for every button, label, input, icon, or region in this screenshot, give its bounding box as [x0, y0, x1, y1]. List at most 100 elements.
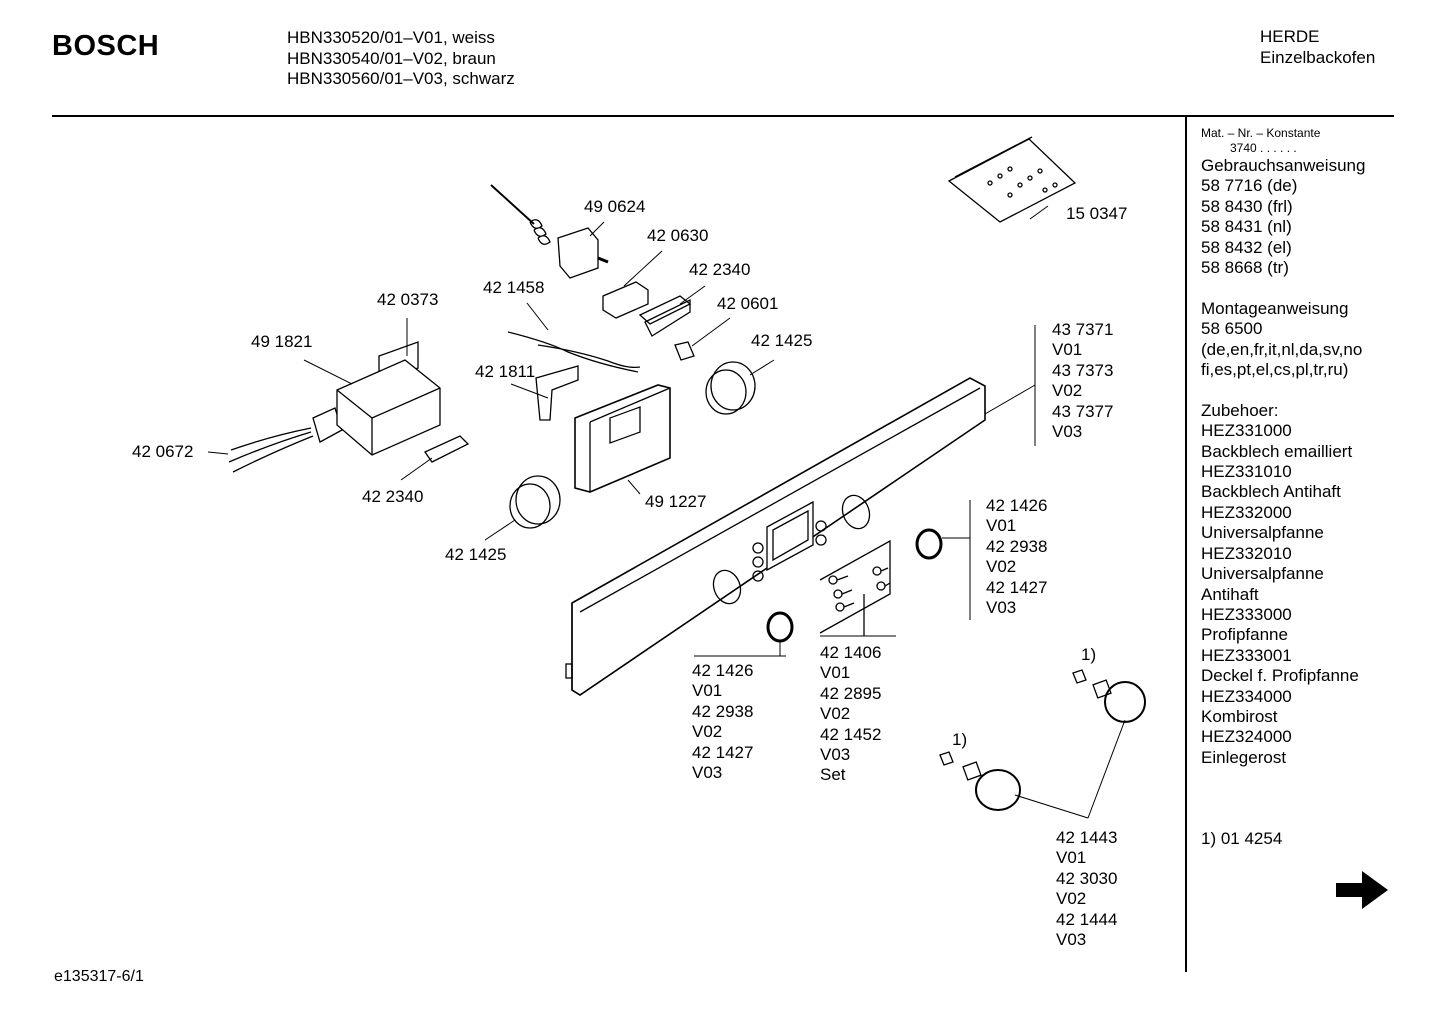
sidebar-line: fi,es,pt,el,cs,pl,tr,ru) [1201, 360, 1349, 380]
part-group-ring-right: 42 1426 V01 42 2938 V02 42 1427 V03 [986, 496, 1047, 618]
part-number: 49 1821 [251, 332, 313, 351]
part-line: 43 7371 [1052, 320, 1114, 339]
part-line: Set [820, 765, 846, 785]
sidebar-line: Gebrauchsanweisung [1201, 156, 1366, 175]
part-line: V02 [692, 722, 723, 742]
part-line: V03 [1056, 930, 1087, 950]
part-line: 42 1452 [820, 724, 882, 744]
model-line: HBN330520/01–V01, weiss [287, 28, 495, 47]
exploded-parts-diagram [207, 136, 1146, 819]
part-number: 15 0347 [1066, 204, 1128, 223]
thermostat-drawing [490, 184, 609, 279]
sidebar-line: Profipfanne [1201, 625, 1288, 645]
part-number: 42 1425 [751, 331, 813, 350]
part-line: V02 [1052, 381, 1083, 401]
sidebar: Mat. – Nr. – Konstante 3740 . . . . . . … [1201, 126, 1365, 850]
part-number: 42 0672 [132, 442, 194, 461]
part-line: V01 [820, 663, 851, 683]
part-line: V02 [986, 557, 1017, 577]
category-label: HERDE Einzelbackofen [1260, 27, 1375, 68]
part-line: V01 [1052, 340, 1083, 360]
sidebar-line: HEZ324000 [1201, 727, 1292, 747]
brand-logo: BOSCH [52, 30, 160, 62]
sidebar-line: 58 8668 (tr) [1201, 258, 1289, 278]
sidebar-line: Zubehoer: [1201, 400, 1279, 420]
part-number: 42 1458 [483, 278, 545, 297]
part-line: 42 1427 [986, 577, 1048, 597]
screws-drawing [819, 539, 891, 636]
part-line: V03 [820, 745, 851, 765]
part-line: 42 1444 [1056, 909, 1118, 929]
part-number: 42 0630 [647, 226, 709, 245]
part-line: 42 1406 [820, 643, 882, 662]
mat-value: 3740 . . . . . . [1230, 141, 1297, 155]
sidebar-line: HEZ332010 [1201, 543, 1292, 563]
part-line: V03 [692, 763, 723, 783]
right-arrow-icon[interactable] [1334, 869, 1390, 911]
sidebar-divider [1185, 116, 1187, 972]
part-number: 42 2340 [689, 260, 751, 279]
part-line: V03 [986, 598, 1017, 618]
part-number: 42 0601 [717, 294, 779, 313]
part-line: V01 [692, 681, 723, 701]
footnote-marker: 1) [952, 730, 968, 749]
part-group-knobs: 42 1443 V01 42 3030 V02 42 1444 V03 [1056, 828, 1117, 950]
model-list: HBN330520/01–V01, weiss HBN330540/01–V02… [287, 28, 515, 90]
part-line: 42 2938 [692, 701, 754, 721]
leader-lines [207, 205, 1126, 819]
model-line: HBN330560/01–V03, schwarz [287, 69, 515, 88]
part-number: 42 1811 [475, 362, 536, 381]
part-line: V02 [820, 704, 851, 724]
part-group-ring-left: 42 1426 V01 42 2938 V02 42 1427 V03 [692, 661, 753, 783]
screw-bag-drawing [947, 136, 1077, 223]
part-line: 43 7377 [1052, 401, 1114, 421]
sidebar-line: 58 8431 (nl) [1201, 217, 1292, 237]
part-line: 42 3030 [1056, 868, 1118, 888]
part-line: 43 7373 [1052, 360, 1114, 380]
part-line: 42 2938 [986, 536, 1048, 556]
sidebar-line: Montageanweisung [1201, 298, 1349, 318]
model-line: HBN330540/01–V02, braun [287, 48, 496, 68]
sidebar-line: Deckel f. Profipfanne [1201, 666, 1359, 686]
part-number: 42 0373 [377, 290, 439, 309]
pcb-module-drawing [574, 384, 671, 493]
spacer [1201, 809, 1365, 829]
sidebar-line: HEZ331000 [1201, 421, 1292, 441]
sidebar-line: Kombirost [1201, 706, 1278, 726]
category-line: Einzelbackofen [1260, 47, 1376, 67]
part-number: 42 1425 [445, 545, 507, 564]
sidebar-line: HEZ332000 [1201, 502, 1292, 522]
footnote: 1) 01 4254 [1201, 829, 1283, 849]
mat-title: Mat. – Nr. – Konstante [1201, 126, 1321, 140]
knob-cap-drawings [509, 341, 756, 529]
document-code: e135317-6/1 [54, 968, 144, 985]
sidebar-line: HEZ331010 [1201, 462, 1292, 482]
part-line: 42 1426 [692, 661, 754, 680]
sidebar-line: Universalpfanne [1201, 523, 1324, 543]
part-line: 42 2895 [820, 683, 882, 703]
header-divider [52, 115, 1394, 117]
part-line: V02 [1056, 889, 1087, 909]
part-number: 42 2340 [362, 487, 424, 506]
sidebar-line: Backblech emailliert [1201, 441, 1353, 461]
sidebar-line: HEZ333000 [1201, 604, 1292, 624]
switch-block-drawing [336, 359, 441, 456]
sidebar-line: HEZ334000 [1201, 686, 1292, 706]
part-line: 42 1427 [692, 742, 754, 762]
part-line: V03 [1052, 422, 1083, 442]
part-line: V01 [1056, 848, 1087, 868]
category-line: HERDE [1260, 27, 1320, 46]
sidebar-line: 58 8432 (el) [1201, 237, 1292, 257]
footnote-marker: 1) [1081, 645, 1097, 664]
control-panel-drawing [565, 377, 986, 696]
part-line: 42 1426 [986, 496, 1048, 515]
sidebar-line: 58 6500 [1201, 319, 1263, 339]
spacer [1201, 768, 1365, 788]
sidebar-line: Einlegerost [1201, 747, 1287, 767]
sidebar-line: (de,en,fr,it,nl,da,sv,no [1201, 339, 1363, 359]
part-line: 42 1443 [1056, 828, 1118, 847]
sidebar-line: 58 7716 (de) [1201, 176, 1298, 196]
spacer [1201, 380, 1365, 400]
part-line: V01 [986, 516, 1017, 536]
sidebar-line: Antihaft [1201, 584, 1259, 604]
